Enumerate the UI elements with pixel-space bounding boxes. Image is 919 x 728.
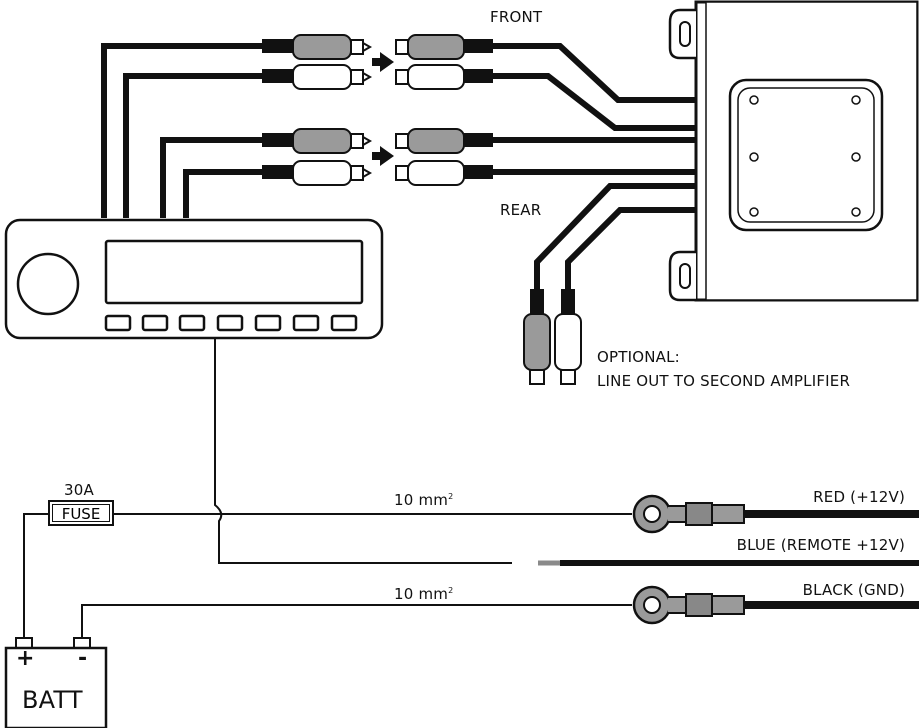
volume-knob	[16, 252, 80, 316]
fuse-label: FUSE	[52, 504, 110, 523]
fuse-rating-label: 30A	[64, 481, 94, 499]
rca-cable-rear-left	[160, 137, 265, 218]
amplifier	[668, 0, 919, 302]
black-ring-terminal	[632, 585, 745, 625]
connect-arrows	[372, 52, 394, 166]
wire-gauge-1-sup: 2	[448, 492, 454, 501]
arrow-rear-icon	[372, 146, 394, 166]
rca-plugs-left	[262, 34, 373, 186]
front-label: FRONT	[490, 8, 543, 26]
ground-wire	[81, 604, 632, 638]
remote-wire	[214, 338, 512, 564]
optional-label: OPTIONAL:	[597, 348, 680, 366]
battery-plus-label: +	[16, 646, 35, 671]
lineout-plugs	[523, 289, 582, 385]
head-unit-display	[104, 239, 364, 305]
lineout-cable-right	[565, 207, 700, 292]
arrow-front-icon	[372, 52, 394, 72]
rear-label: REAR	[500, 201, 542, 219]
wire-gauge-label-power: 10 mm2	[394, 493, 453, 508]
wire-gauge-2: 10 mm	[394, 585, 449, 603]
black-wire-label: BLACK (GND)	[802, 581, 905, 599]
battery-minus-label: -	[78, 646, 88, 671]
fuse: FUSE	[48, 500, 114, 526]
battery-label: BATT	[22, 686, 83, 714]
amp-cable-front-left	[490, 43, 700, 103]
wire-gauge-label-ground: 10 mm2	[394, 587, 453, 602]
rca-cable-front-right	[123, 73, 265, 218]
power-wire	[23, 513, 632, 638]
wire-gauge-1: 10 mm	[394, 491, 449, 509]
red-wire-label: RED (+12V)	[813, 488, 905, 506]
rca-cable-rear-right	[183, 169, 265, 218]
amp-cable-front-right	[490, 73, 700, 131]
head-unit	[4, 218, 384, 340]
red-ring-terminal	[632, 494, 745, 534]
rca-plugs-right	[395, 34, 493, 186]
wire-gauge-2-sup: 2	[448, 586, 454, 595]
line-out-label: LINE OUT TO SECOND AMPLIFIER	[597, 372, 851, 390]
blue-wire-label: BLUE (REMOTE +12V)	[736, 536, 905, 554]
lineout-cable-left	[534, 183, 700, 292]
battery	[4, 637, 108, 728]
rca-cable-front-left	[101, 43, 265, 218]
